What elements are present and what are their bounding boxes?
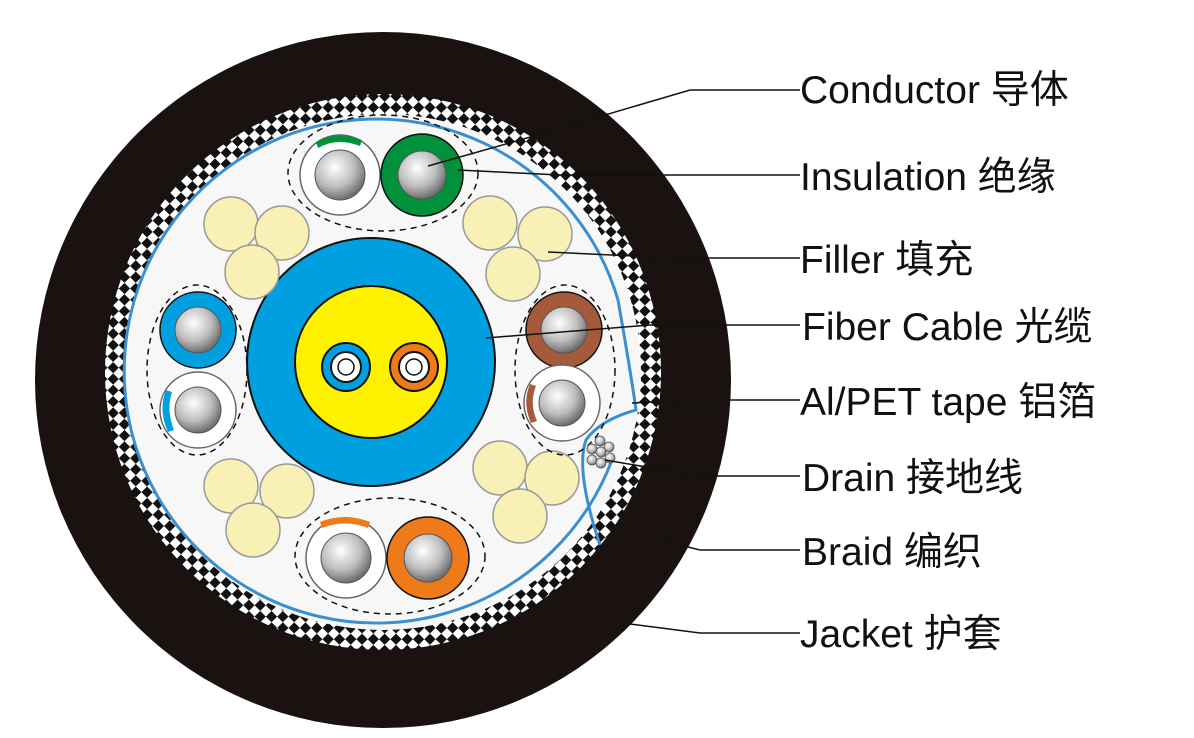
leader-filler [547,251,800,259]
al-pet-tape-line [122,117,620,625]
fiber-cable-inner [294,285,448,439]
pair-outlines [146,114,616,615]
label-braid: Braid 编织 [802,531,982,574]
bottom-pair-stripe [320,517,370,528]
leader-insulation [457,169,800,176]
label-insulation: Insulation 绝缘 [800,156,1056,199]
filler-group-top-right [462,195,573,302]
leader-braid [659,539,800,551]
left-pair-blue-conductor [174,306,222,354]
label-jacket: Jacket 护套 [800,613,1002,656]
bottom-pair-orange-conductor [403,533,453,583]
label-filler: Filler 填充 [800,239,973,282]
top-pair-white-conductor [314,149,366,201]
top-pair-stripe [316,135,362,148]
leader-fiber-cable [485,324,800,339]
label-drain: Drain 接地线 [802,457,1023,500]
fiber-1-core [337,358,355,376]
left-pair-white-conductor [174,386,222,434]
right-pair-stripe [526,384,537,423]
fiber-2-core [405,358,423,376]
label-fiber-cable: Fiber Cable 光缆 [802,306,1092,349]
leader-al-pet-tape [631,399,800,404]
leader-drain [604,459,800,477]
left-pair-stripe [162,390,174,432]
leader-jacket [621,622,800,634]
label-al-pet-tape: Al/PET tape 铝箔 [800,381,1096,424]
leader-lines [427,89,800,634]
leader-conductor [427,89,800,167]
filler-group-top-left [203,196,310,300]
filler-group-bottom-left [203,458,315,558]
al-pet-tape-drain-wrap [581,299,638,546]
bottom-pair-white-conductor [320,532,372,584]
filler-group-bottom-right [472,440,580,544]
label-conductor: Conductor 导体 [800,69,1069,112]
top-pair-green-conductor [397,150,447,200]
right-pair-white-conductor [538,379,586,427]
